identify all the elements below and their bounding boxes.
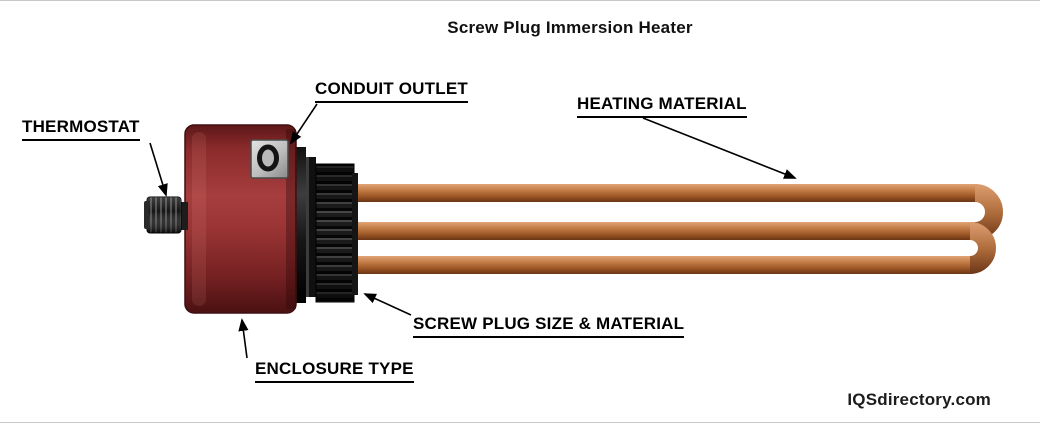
- screw-plug-thread-shading: [316, 164, 354, 302]
- leader-line-enclosure: [238, 318, 249, 359]
- label-screw-plug-size-material: SCREW PLUG SIZE & MATERIAL: [413, 314, 685, 338]
- label-heating-material: HEATING MATERIAL: [577, 94, 747, 118]
- watermark: IQSdirectory.com: [847, 390, 991, 409]
- heating-tube-ubend-inner: [969, 222, 996, 274]
- knob-end-cap: [144, 201, 149, 229]
- conduit-outlet: [250, 139, 289, 179]
- plug-collar: [352, 173, 358, 295]
- leader-line-conduit-outlet: [289, 103, 318, 145]
- thermostat-knob: [144, 196, 188, 234]
- knob-shaft: [178, 202, 188, 230]
- enclosure-highlight: [192, 132, 206, 306]
- leader-line-heating-material: [642, 117, 797, 179]
- leader-lines: [149, 103, 797, 359]
- knob-shading: [147, 197, 181, 233]
- label-conduit-outlet: CONDUIT OUTLET: [315, 79, 468, 103]
- label-thermostat: THERMOSTAT: [22, 117, 140, 141]
- leader-line-screw-plug: [363, 293, 412, 316]
- page-title: Screw Plug Immersion Heater: [447, 18, 693, 37]
- plug-gasket-highlight: [306, 157, 309, 297]
- plug-gasket: [306, 157, 316, 297]
- conduit-outlet-hole: [257, 144, 279, 172]
- enclosure-right-shadow: [286, 129, 296, 309]
- leader-line-thermostat: [149, 142, 168, 197]
- screw-plug: [292, 147, 358, 303]
- label-enclosure-type: ENCLOSURE TYPE: [255, 359, 414, 383]
- heating-element-tubes: [352, 184, 1003, 274]
